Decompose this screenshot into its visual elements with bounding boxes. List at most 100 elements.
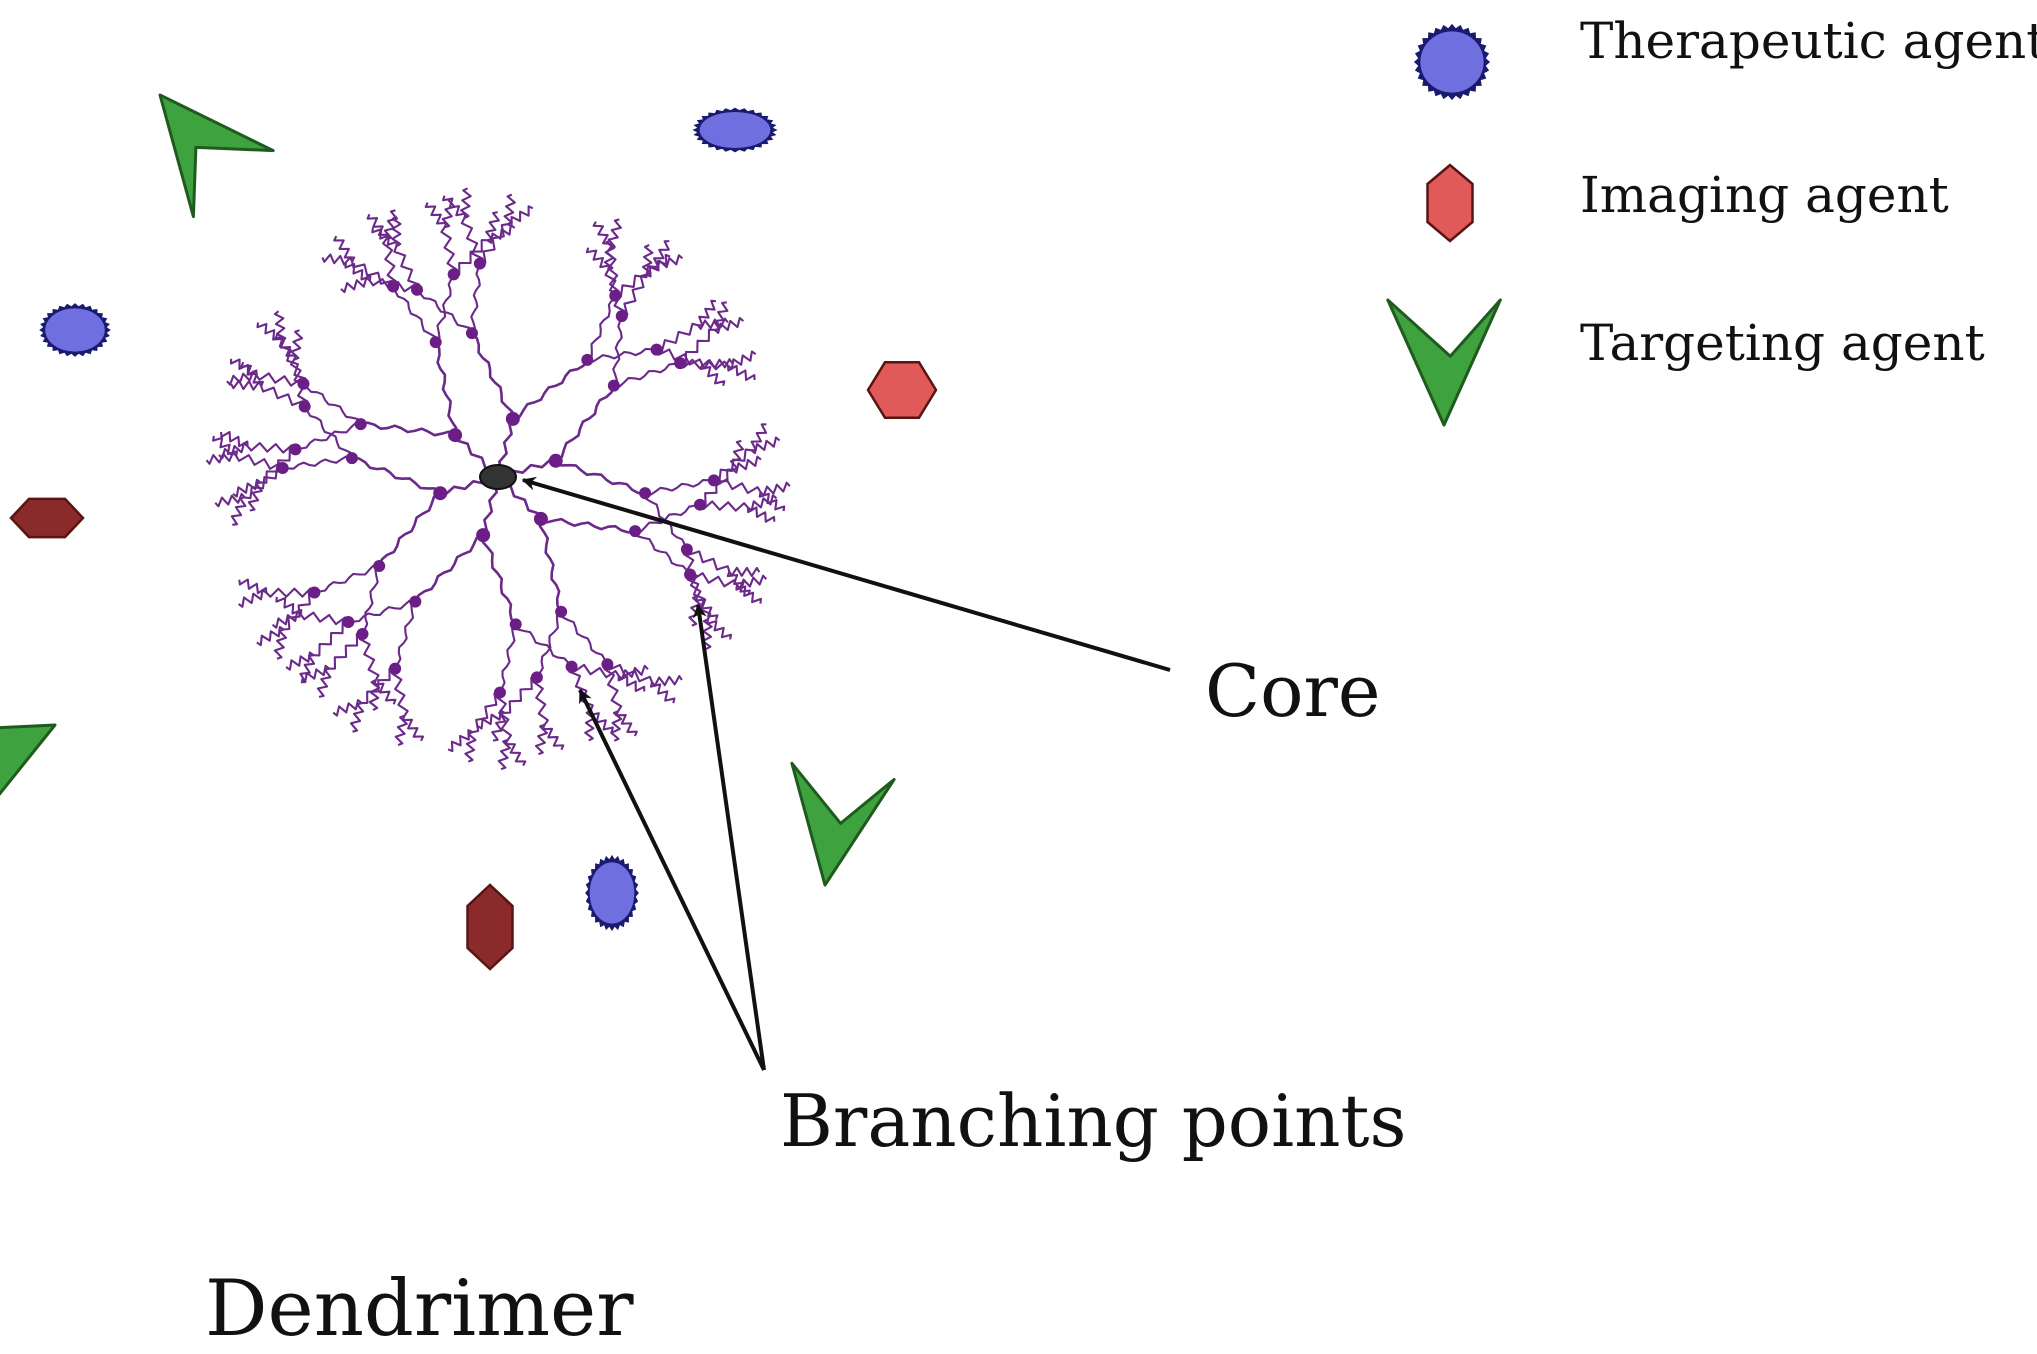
branch-segment xyxy=(729,439,745,471)
branch-segment xyxy=(366,213,390,240)
branch-segment xyxy=(634,530,691,576)
branch-segment xyxy=(470,263,481,334)
legend-icons xyxy=(1386,23,1502,427)
legend-targeting-icon xyxy=(1386,298,1502,427)
branch-segment xyxy=(358,633,380,681)
therapeutic-agent-icon xyxy=(585,854,639,932)
branching-point xyxy=(448,428,463,443)
branching-point xyxy=(354,418,367,431)
legend-therapeutic-label: Therapeutic agent xyxy=(1580,12,2037,70)
branch-segment xyxy=(555,385,616,462)
imaging-agent-icon xyxy=(866,361,938,419)
branch-segment xyxy=(247,481,263,512)
branch-segment xyxy=(621,273,647,318)
branch-segment xyxy=(332,699,363,717)
branch-segment xyxy=(504,676,537,714)
imaging-agent-icon xyxy=(9,497,85,539)
branch-segment xyxy=(697,317,729,330)
branch-segment xyxy=(214,492,246,508)
branch-segment xyxy=(495,691,513,741)
branch-segment xyxy=(295,422,361,451)
branch-segment xyxy=(656,322,699,353)
branch-segment xyxy=(536,610,562,678)
branch-segment xyxy=(232,478,262,498)
branching-point xyxy=(607,379,620,392)
branching-arrow-1 xyxy=(578,688,766,1071)
branch-segment xyxy=(689,572,738,588)
branch-segment xyxy=(649,681,676,704)
branch-segment xyxy=(360,421,456,437)
branch-segment xyxy=(321,253,354,266)
branch-segment xyxy=(464,731,477,763)
branch-segment xyxy=(351,456,442,495)
branch-segment xyxy=(361,565,381,635)
imaging-agent-icon xyxy=(466,883,514,971)
branch-segment xyxy=(303,405,354,459)
branch-segment xyxy=(283,591,315,631)
branch-segment xyxy=(373,679,397,705)
branch-segment xyxy=(532,676,549,726)
branching-point xyxy=(473,257,486,270)
branch-segment xyxy=(394,714,408,746)
therapeutic-agent-icon xyxy=(692,107,778,153)
branch-segment xyxy=(588,710,614,733)
branching-point xyxy=(356,627,369,640)
branch-segment xyxy=(613,362,681,388)
branch-segment xyxy=(540,517,636,534)
branch-segment xyxy=(603,663,623,712)
branch-segment xyxy=(290,329,304,361)
branch-segment xyxy=(712,301,729,331)
branching-point xyxy=(674,357,687,370)
branch-segment xyxy=(481,535,517,626)
branch-segment xyxy=(218,442,249,460)
branch-segment xyxy=(699,500,749,512)
branch-segment xyxy=(377,492,441,567)
branch-segment xyxy=(447,729,474,753)
branching-point xyxy=(465,327,478,340)
diagram-title: Dendrimer xyxy=(205,1264,634,1354)
branching-point xyxy=(707,474,720,487)
branch-segment xyxy=(302,383,362,425)
branching-point xyxy=(373,560,386,573)
branch-segment xyxy=(651,675,683,687)
branching-point xyxy=(629,525,642,538)
branch-segment xyxy=(394,600,417,670)
branch-segment xyxy=(453,239,488,276)
branch-segment xyxy=(246,442,297,454)
branch-segment xyxy=(368,679,381,711)
targeting-agent-icon xyxy=(158,93,275,219)
branch-segment xyxy=(736,574,768,590)
branch-segment xyxy=(300,664,331,684)
branch-segment xyxy=(256,625,285,647)
branch-segment xyxy=(349,702,365,733)
branch-segment xyxy=(316,667,332,698)
branch-segment xyxy=(727,364,756,381)
branch-segment xyxy=(603,239,616,271)
branching-point xyxy=(509,618,522,631)
branch-segment xyxy=(606,663,653,683)
branch-segment xyxy=(348,599,416,624)
branch-segment xyxy=(617,675,646,693)
therapeutic-agent-icon xyxy=(39,303,111,357)
branch-segment xyxy=(256,322,284,342)
branch-segment xyxy=(401,715,425,742)
branch-segment xyxy=(610,710,623,742)
branch-segment xyxy=(504,739,527,767)
branching-point xyxy=(505,411,520,426)
branch-segment xyxy=(391,215,402,248)
branch-segment xyxy=(503,193,516,226)
branch-segment xyxy=(383,209,399,240)
branch-segment xyxy=(615,710,638,737)
branch-segment xyxy=(714,316,745,334)
branching-point xyxy=(609,289,622,302)
branch-segment xyxy=(260,385,306,407)
branching-point xyxy=(548,453,563,468)
branch-segment xyxy=(560,611,609,665)
branch-segment xyxy=(699,468,733,506)
branch-segment xyxy=(382,238,398,288)
branching-point xyxy=(476,528,491,543)
branch-segment xyxy=(486,224,516,244)
legend-therapeutic-icon xyxy=(1413,23,1491,101)
branching-point xyxy=(429,336,442,349)
branch-segment xyxy=(229,358,258,376)
